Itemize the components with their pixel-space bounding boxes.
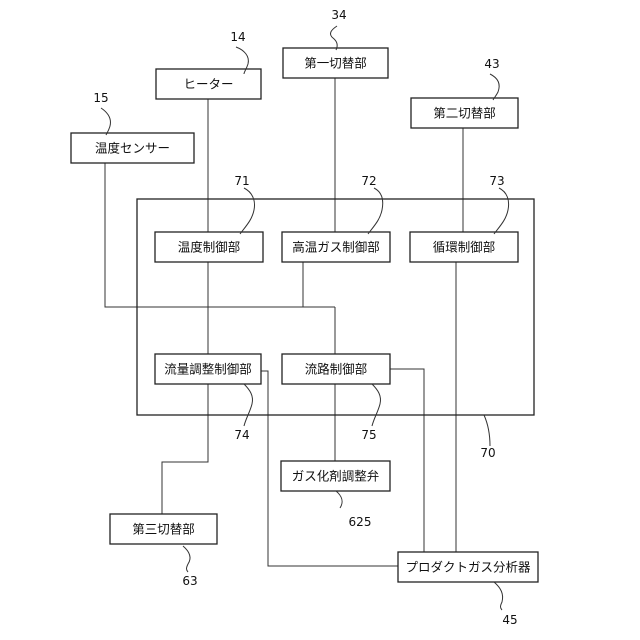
ref-34: 34 — [331, 8, 346, 22]
hot-gas-ctrl-box: 高温ガス制御部 — [282, 232, 390, 262]
ref-71: 71 — [234, 174, 249, 188]
ref-15: 15 — [93, 91, 108, 105]
ref-625: 625 — [349, 515, 372, 529]
temp-ctrl-label: 温度制御部 — [178, 240, 241, 255]
ref-75: 75 — [361, 428, 376, 442]
first-switch-label: 第一切替部 — [304, 56, 367, 71]
wire-flow-adj-switch3 — [162, 384, 208, 514]
leader-74 — [244, 384, 253, 426]
gas-valve-label: ガス化剤調整弁 — [292, 469, 380, 484]
heater-label: ヒーター — [183, 77, 233, 92]
leader-70 — [484, 415, 490, 446]
ref-74: 74 — [234, 428, 249, 442]
flow-adj-ctrl-box: 流量調整制御部 — [155, 354, 261, 384]
analyzer-label: プロダクトガス分析器 — [405, 560, 531, 575]
temp-sensor-label: 温度センサー — [95, 141, 170, 156]
circ-ctrl-label: 循環制御部 — [433, 240, 496, 255]
ref-14: 14 — [230, 30, 245, 44]
ref-45: 45 — [502, 613, 517, 627]
second-switch-box: 第二切替部 — [411, 98, 518, 128]
heater-box: ヒーター — [156, 69, 261, 99]
ref-73: 73 — [489, 174, 504, 188]
wire-flow-path-analyzer — [390, 369, 424, 552]
temp-sensor-box: 温度センサー — [71, 133, 194, 163]
third-switch-box: 第三切替部 — [110, 514, 217, 544]
ref-70: 70 — [480, 446, 495, 460]
ref-72: 72 — [361, 174, 376, 188]
leader-625 — [336, 491, 342, 508]
leader-45 — [494, 582, 503, 610]
leader-34 — [330, 26, 337, 50]
leader-43 — [490, 74, 499, 100]
analyzer-box: プロダクトガス分析器 — [398, 552, 538, 582]
leader-72 — [368, 188, 383, 234]
leader-75 — [372, 384, 381, 426]
leader-15 — [101, 108, 110, 135]
flow-path-ctrl-label: 流路制御部 — [305, 362, 368, 377]
gas-valve-box: ガス化剤調整弁 — [281, 461, 390, 491]
third-switch-label: 第三切替部 — [132, 522, 195, 537]
leader-71 — [240, 188, 255, 234]
ref-63: 63 — [182, 574, 197, 588]
circ-ctrl-box: 循環制御部 — [410, 232, 518, 262]
ref-43: 43 — [484, 57, 499, 71]
flow-adj-ctrl-label: 流量調整制御部 — [164, 362, 252, 377]
hot-gas-ctrl-label: 高温ガス制御部 — [292, 240, 380, 255]
first-switch-box: 第一切替部 — [283, 48, 388, 78]
second-switch-label: 第二切替部 — [433, 106, 496, 121]
temp-ctrl-box: 温度制御部 — [155, 232, 263, 262]
leader-73 — [494, 188, 509, 234]
flow-path-ctrl-box: 流路制御部 — [282, 354, 390, 384]
leader-63 — [183, 546, 190, 572]
